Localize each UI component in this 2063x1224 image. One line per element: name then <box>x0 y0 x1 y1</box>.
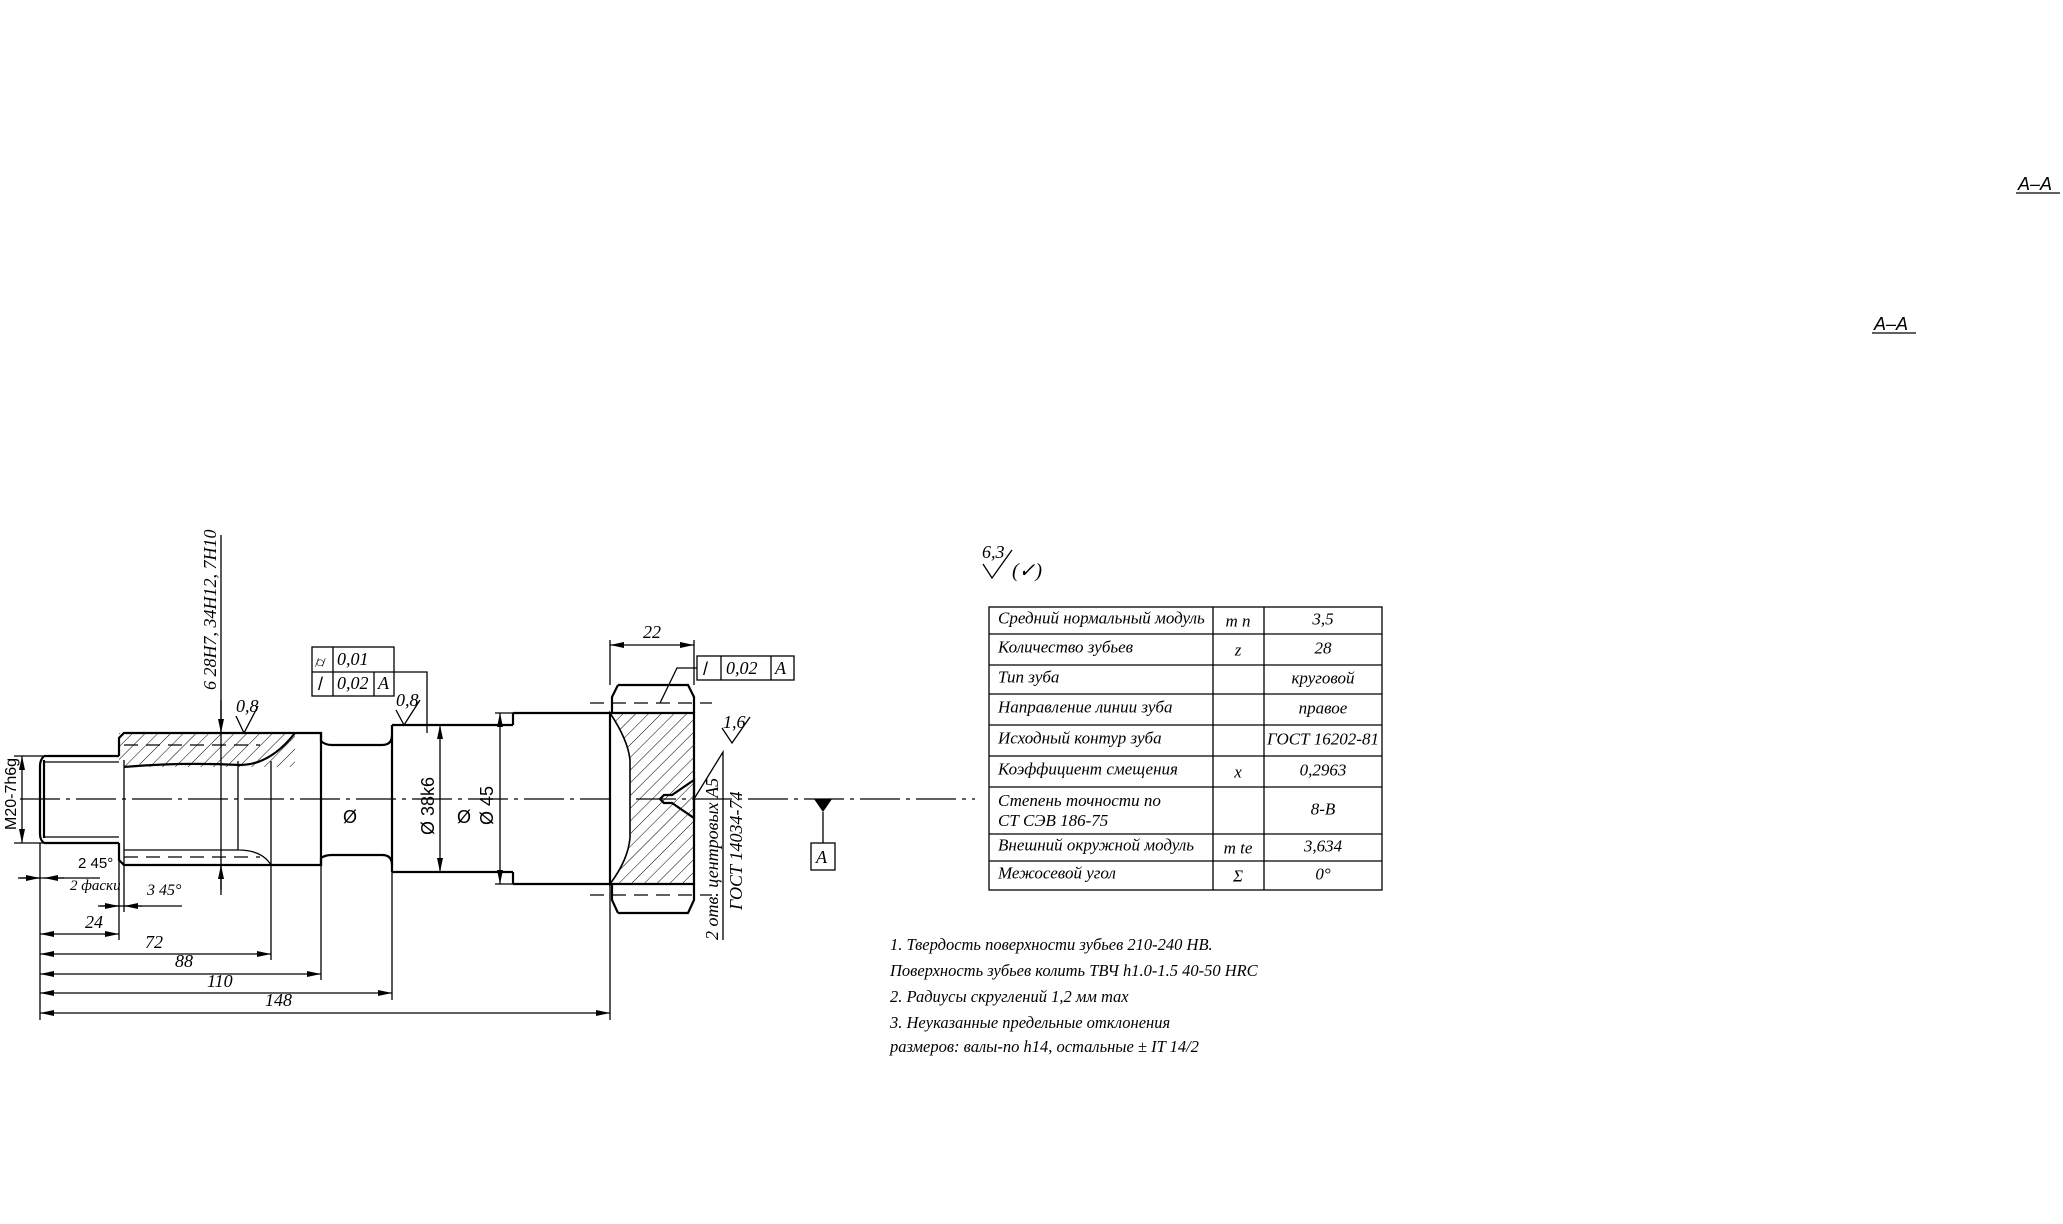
center-holes-standard: ГОСТ 14034-74 <box>726 791 746 911</box>
table-cell-name: Количество зубьев <box>997 638 1134 657</box>
table-cell-value: правое <box>1299 699 1348 718</box>
table-cell-value: круговой <box>1291 669 1355 688</box>
dia-38k6: Ø 38k6 <box>418 777 438 835</box>
table-cell-value: 0,2963 <box>1300 761 1347 780</box>
table-cell-value: 0° <box>1315 865 1331 884</box>
dim-110: 110 <box>207 971 233 991</box>
svg-text:/: / <box>703 659 708 679</box>
svg-text:A: A <box>377 673 390 693</box>
svg-text:/: / <box>318 674 323 694</box>
diameter-symbol-2: Ø <box>457 807 471 827</box>
shaft-outline <box>38 683 712 915</box>
table-cell-name: Степень точности по <box>998 791 1161 810</box>
svg-text:3. Неуказанные предельные откл: 3. Неуказанные предельные отклонения <box>889 1013 1170 1032</box>
svg-text:0,8: 0,8 <box>236 696 259 716</box>
svg-text:A: A <box>774 658 787 678</box>
bore-fit-label: 6 28H7, 34H12, 7H10 <box>200 530 220 691</box>
svg-text:1,6: 1,6 <box>723 712 746 732</box>
section-label-aa-2: A–A <box>1872 314 1916 334</box>
table-cell-value: 3,5 <box>1311 610 1333 629</box>
dimension-lines <box>14 535 695 1020</box>
svg-text:A–A: A–A <box>1873 314 1908 334</box>
dia-45: Ø 45 <box>477 786 497 825</box>
table-cell-name: Коэффициент смещения <box>997 760 1178 779</box>
dim-22: 22 <box>643 622 661 642</box>
tolerance-frame-left: ⌭ 0,01 / 0,02 A <box>311 646 428 733</box>
chamfer-1: 2 45° <box>78 855 113 872</box>
svg-text:0,8: 0,8 <box>396 690 419 710</box>
table-cell-symbol: Σ <box>1232 867 1243 886</box>
table-cell-name: Межосевой угол <box>997 864 1116 883</box>
dim-88: 88 <box>175 951 193 971</box>
svg-text:A: A <box>815 847 828 867</box>
section-label-aa-1: A–A <box>2016 174 2060 194</box>
svg-text:⌭: ⌭ <box>315 654 326 671</box>
table-cell-name: Тип зуба <box>998 668 1059 687</box>
svg-text:2. Радиусы скруглений 1,2 мм m: 2. Радиусы скруглений 1,2 мм max <box>890 987 1129 1006</box>
datum-a: A <box>810 799 836 871</box>
table-cell-symbol: x <box>1233 763 1242 782</box>
table-cell-symbol: z <box>1234 641 1242 660</box>
svg-text:0,01: 0,01 <box>337 649 369 669</box>
table-cell-value: 3,634 <box>1303 837 1343 856</box>
dim-148: 148 <box>265 990 292 1010</box>
table-cell-symbol: m n <box>1225 612 1250 631</box>
svg-text:1. Твердость поверхности зубье: 1. Твердость поверхности зубьев 210-240 … <box>890 935 1213 954</box>
table-cell-value: 8-В <box>1311 800 1336 819</box>
tolerance-frame-right: / 0,02 A <box>659 655 795 704</box>
svg-text:6,3: 6,3 <box>982 542 1005 562</box>
svg-text:A–A: A–A <box>2017 174 2052 194</box>
diameter-symbol-1: Ø <box>343 807 357 827</box>
technical-notes: 1. Твердость поверхности зубьев 210-240 … <box>889 935 1259 1056</box>
center-holes-label: 2 отв. центровых А5 <box>702 778 722 940</box>
dim-24: 24 <box>85 912 103 932</box>
dim-72: 72 <box>145 932 163 952</box>
chamfer-2: 3 45° <box>146 882 182 899</box>
table-cell-value: 28 <box>1315 639 1333 658</box>
roughness-bore: 0,8 <box>235 696 259 735</box>
table-cell-name: СТ СЭВ 186-75 <box>998 811 1108 830</box>
gear-parameters-table: Средний нормальный модуль m n 3,5Количеств… <box>988 606 1383 891</box>
svg-text:Поверхность зубьев колить ТВЧ: Поверхность зубьев колить ТВЧ h1.0-1.5 4… <box>889 961 1259 980</box>
chamfer-1-note: 2 фаски <box>70 878 121 894</box>
svg-text:0,02: 0,02 <box>726 658 758 678</box>
table-cell-name: Средний нормальный модуль <box>998 609 1205 628</box>
table-cell-name: Исходный контур зуба <box>997 729 1162 748</box>
svg-text:(✓): (✓) <box>1012 560 1042 582</box>
svg-text:0,02: 0,02 <box>337 673 369 693</box>
table-cell-name: Внешний окружной модуль <box>998 836 1194 855</box>
table-cell-symbol: m te <box>1224 839 1253 858</box>
table-cell-name: Направление линии зуба <box>997 698 1172 717</box>
thread-label: M20-7h6g <box>3 758 20 830</box>
roughness-general: 6,3 (✓) <box>982 542 1042 582</box>
roughness-center: 1,6 <box>721 712 751 745</box>
table-cell-value: ГОСТ 16202-81 <box>1266 730 1379 749</box>
svg-text:размеров: валы-по h14, остальн: размеров: валы-по h14, остальные ± IT 14… <box>889 1037 1199 1056</box>
roughness-journal: 0,8 <box>395 690 421 727</box>
